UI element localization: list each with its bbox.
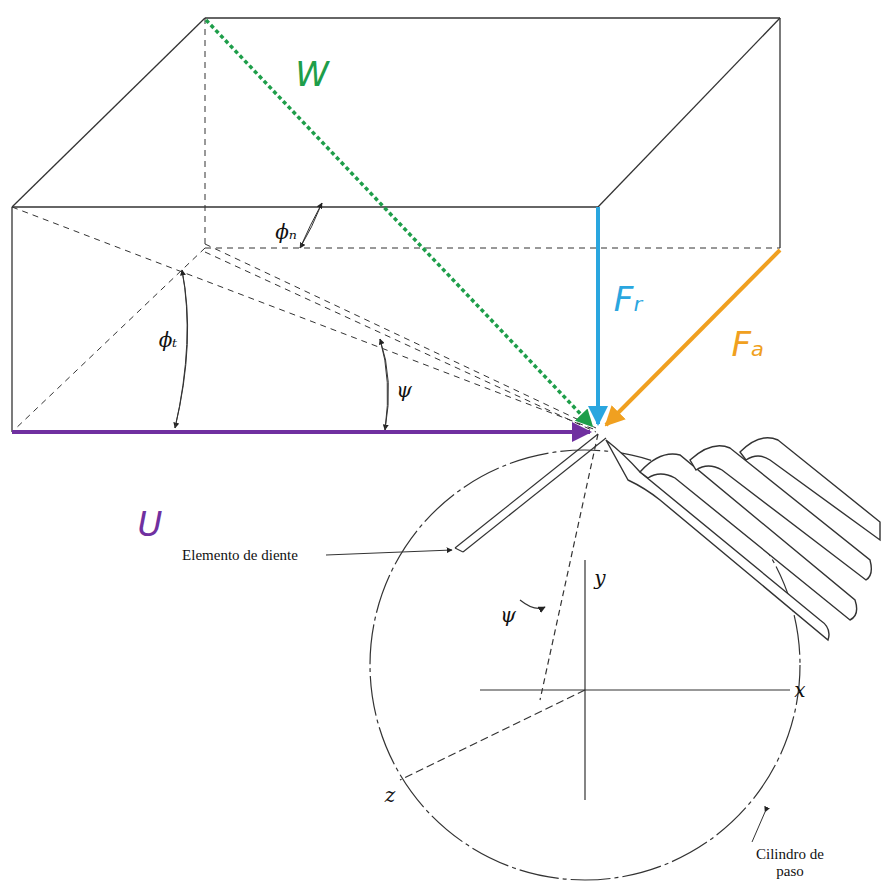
force-label: W [295,56,329,93]
force-vectors [12,20,780,432]
leader-lines [326,550,765,842]
part-name: Elemento de diente [179,546,301,565]
angle-label: ψ [396,379,412,401]
angle-label: ϕₙ [275,221,297,243]
force-label: Fᵣ [614,281,642,318]
force-label: Fₐ [732,326,765,363]
axis-label: y [594,567,605,589]
angle-label: ϕₜ [159,329,178,351]
angle-arcs [175,203,389,430]
axis-label: x [794,679,805,701]
gear-teeth [606,438,880,640]
prism-box [12,18,780,432]
force-label: U [138,506,163,543]
part-name: Cilindro de paso [752,845,828,880]
axis-label: z [385,784,396,806]
angle-label: ψ [500,604,516,626]
